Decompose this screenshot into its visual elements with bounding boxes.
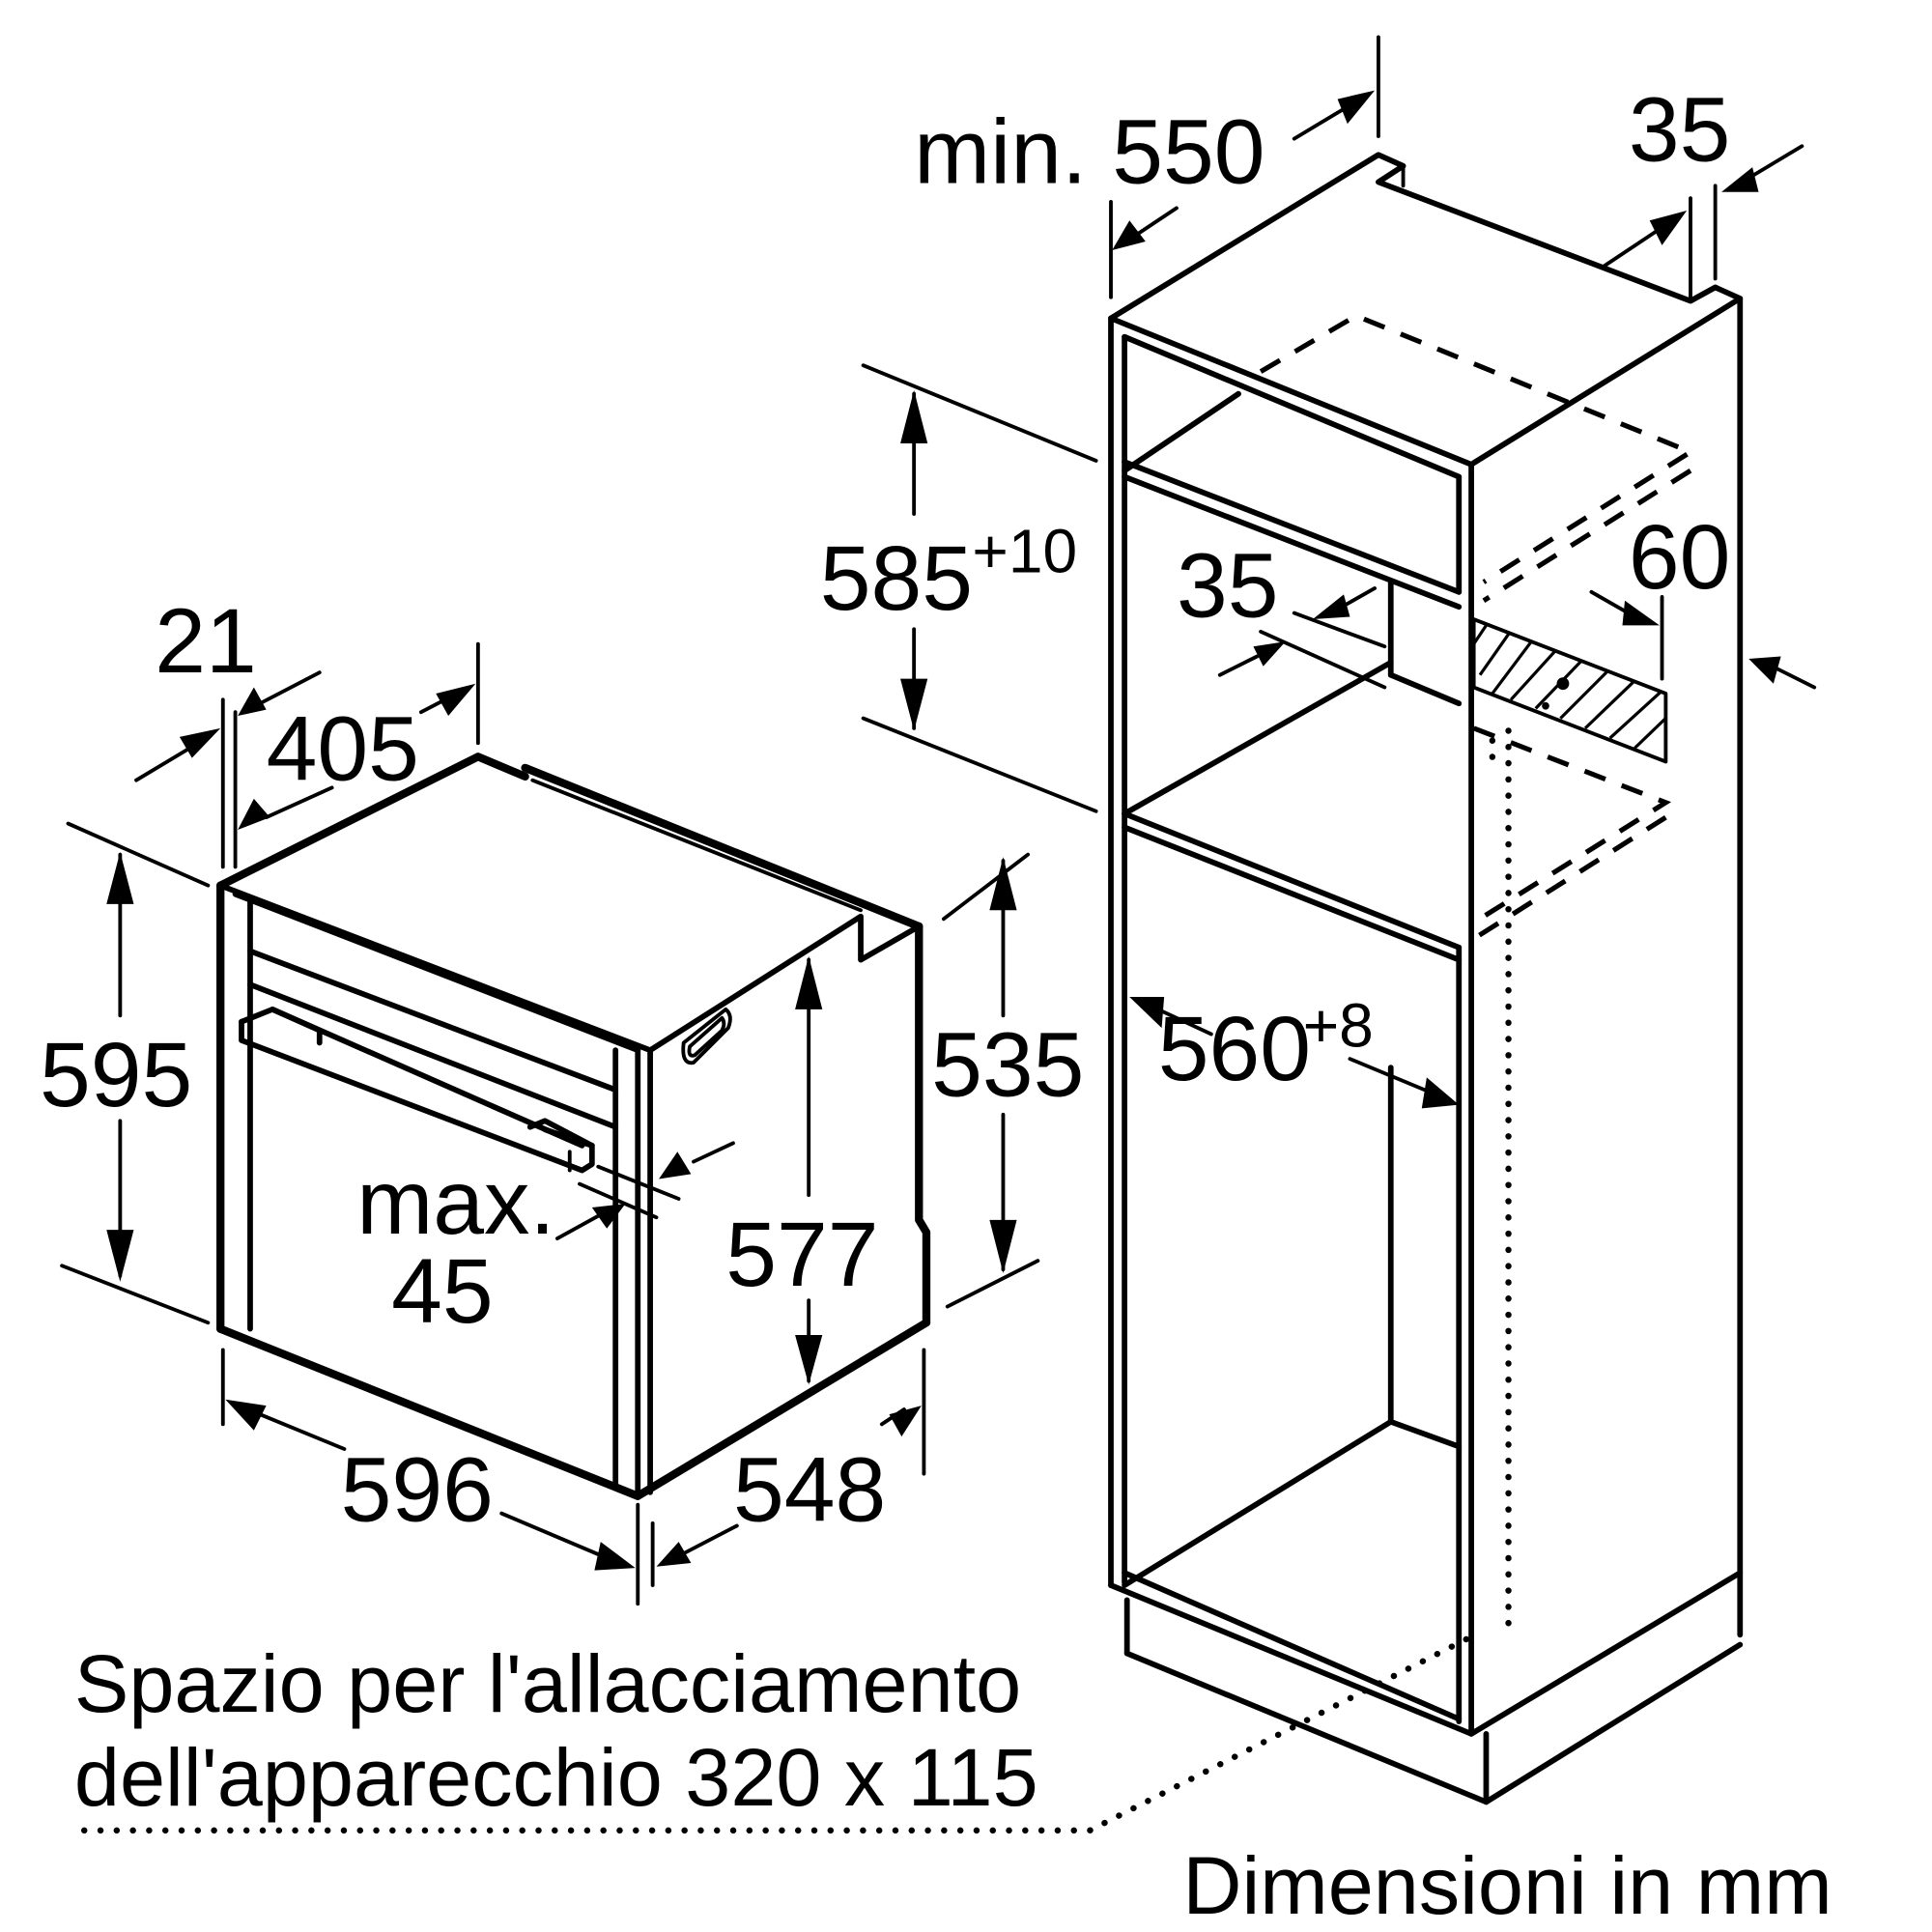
dim-shelf-offset-35: 35 bbox=[1177, 534, 1279, 637]
connection-leader-dotted bbox=[80, 1629, 1484, 1834]
dim-body-height-577: 577 bbox=[725, 1204, 878, 1306]
dim-handle-max-value: 45 bbox=[391, 1240, 494, 1343]
dim-niche-height: 585 +10 bbox=[820, 363, 1098, 813]
dim-front-thickness: 21 bbox=[155, 590, 257, 693]
dim-niche-width-tolerance: +8 bbox=[1303, 990, 1374, 1060]
dim-oven-side-height: 535 bbox=[931, 852, 1084, 1309]
dim-depth-548: 548 bbox=[733, 1438, 886, 1541]
dim-niche-width: 560 +8 bbox=[1129, 990, 1460, 1109]
dim-vent-depth: 60 bbox=[1589, 506, 1817, 690]
dim-niche-width-560: 560 bbox=[1158, 998, 1311, 1100]
dim-niche-height-585: 585 bbox=[820, 527, 973, 630]
connection-note: Spazio per l'allacciamento dell'apparecc… bbox=[74, 1629, 1484, 1834]
dim-oven-width-depth: 596 548 bbox=[220, 1348, 926, 1606]
dim-shelf-offset: 35 bbox=[1177, 534, 1387, 690]
dim-handle-max-label: max. bbox=[356, 1151, 555, 1254]
dim-width-596: 596 bbox=[341, 1438, 494, 1541]
units-caption: Dimensioni in mm bbox=[1182, 1839, 1832, 1931]
connection-note-line1: Spazio per l'allacciamento bbox=[74, 1637, 1021, 1729]
dim-oven-height: 595 bbox=[40, 821, 211, 1325]
dim-vent-depth-60: 60 bbox=[1629, 506, 1731, 609]
dim-min-prefix: min. bbox=[914, 101, 1087, 204]
dim-height-595: 595 bbox=[40, 1024, 192, 1126]
connection-note-line2: dell'apparecchio 320 x 115 bbox=[74, 1731, 1038, 1823]
dim-back-gap-35: 35 bbox=[1629, 79, 1731, 182]
dim-handle-max: max. 45 bbox=[356, 1141, 735, 1343]
dim-top-depth: 405 bbox=[267, 698, 419, 801]
dim-cabinet-back-gap: 35 bbox=[1602, 79, 1804, 303]
dim-min-depth-550: 550 bbox=[1112, 101, 1264, 204]
dim-niche-height-tolerance: +10 bbox=[972, 516, 1077, 585]
dim-cabinet-min-depth: min. 550 bbox=[914, 35, 1380, 299]
dim-oven-body-height: 577 bbox=[725, 955, 879, 1385]
oven-drawing bbox=[216, 753, 931, 1500]
dim-oven-depth-top: 21 405 bbox=[134, 590, 480, 869]
cabinet-drawing bbox=[1108, 152, 1744, 1805]
dim-side-height-535: 535 bbox=[931, 1014, 1084, 1117]
